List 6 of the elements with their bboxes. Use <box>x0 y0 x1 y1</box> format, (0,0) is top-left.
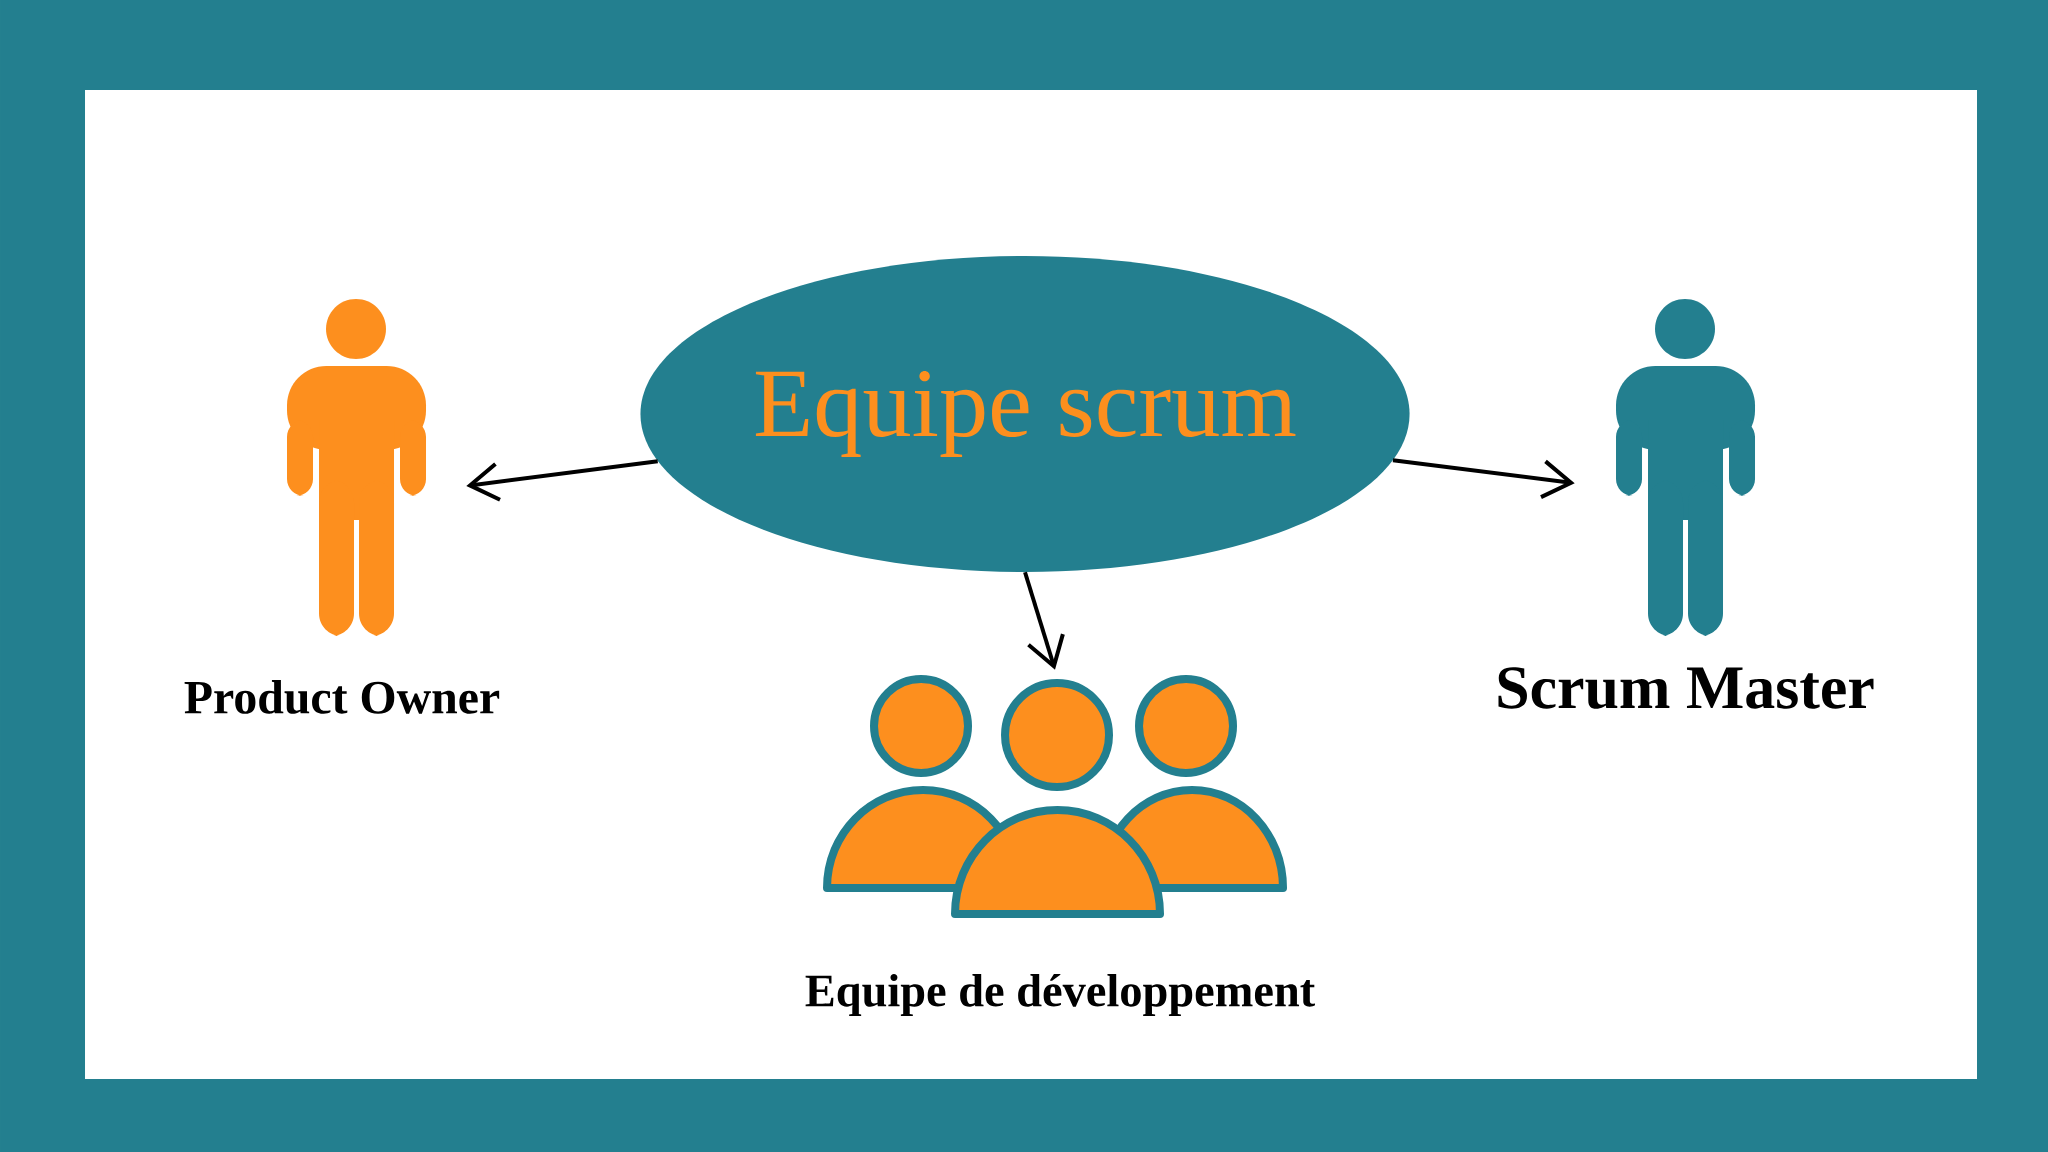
arrow <box>466 459 658 502</box>
arrow <box>1392 458 1575 499</box>
role-label: Scrum Master <box>1498 667 1874 709</box>
arrow <box>1023 571 1065 670</box>
role-label: Product Owner <box>184 680 500 714</box>
role-label: Equipe de développement <box>805 973 1315 1017</box>
